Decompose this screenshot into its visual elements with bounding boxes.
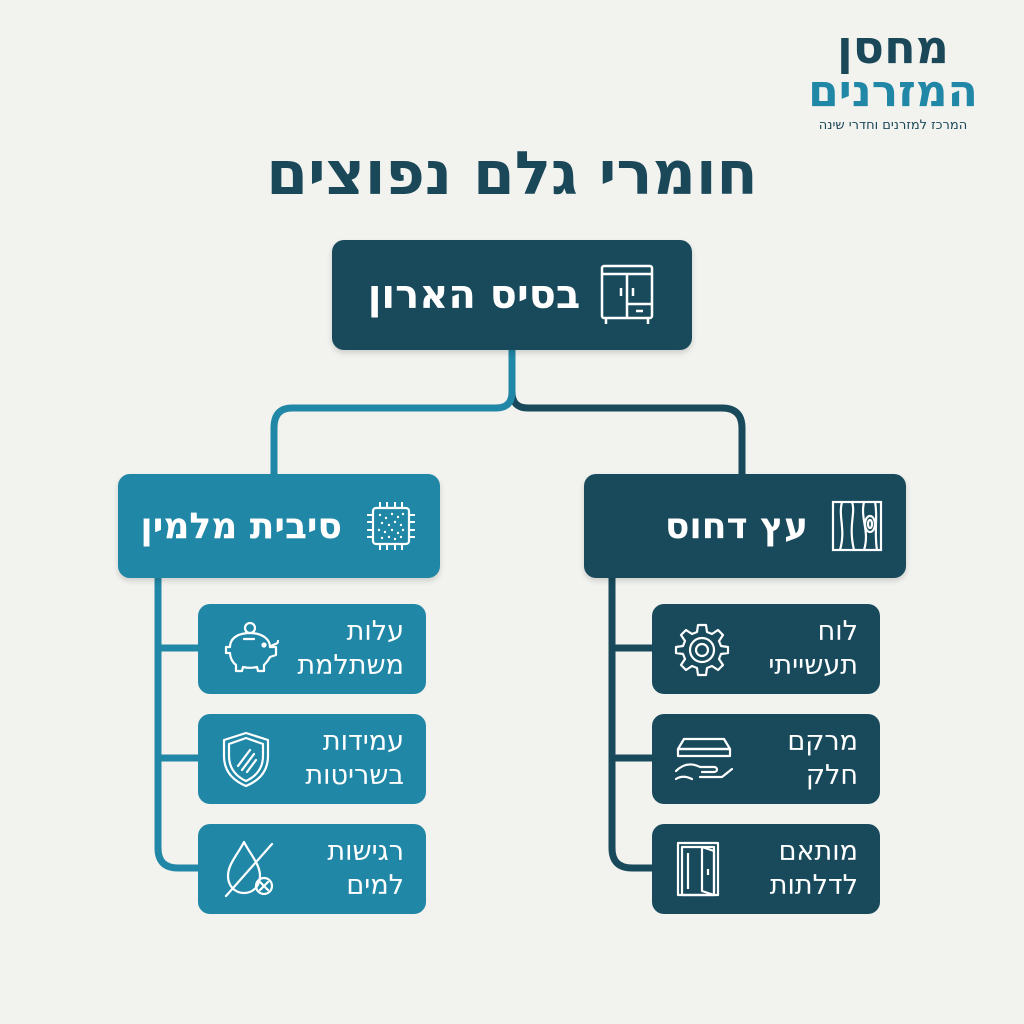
leaf-label: עמידות בשריטות [305, 726, 404, 791]
logo-title-line2: המזרנים [808, 66, 978, 117]
leaf-water-sensitivity: רגישות למים [198, 824, 426, 914]
gear-icon [674, 621, 730, 677]
fiberboard-icon [364, 499, 418, 553]
leaf-label: מרקם חלק [787, 726, 858, 791]
wood-grain-icon [830, 499, 884, 553]
leaf-label: עלות משתלמת [297, 616, 404, 681]
leaf-label: מותאם לדלתות [769, 836, 858, 901]
root-node: בסיס הארון [332, 240, 692, 350]
connector-root-to-light [270, 346, 516, 478]
branch-compressed-wood: עץ דחוס [584, 474, 906, 578]
leaf-label: רגישות למים [327, 836, 404, 901]
smooth-surface-icon [674, 733, 734, 785]
water-drop-icon [220, 838, 278, 900]
leaf-label: לוח תעשייתי [768, 616, 858, 681]
shield-icon [220, 730, 272, 788]
wardrobe-icon [598, 262, 656, 328]
page-title: חומרי גלם נפוצים [266, 139, 758, 209]
logo-title-line1: מחסן [837, 20, 949, 74]
leaf-door-suited: מותאם לדלתות [652, 824, 880, 914]
connector-light-spine [154, 574, 202, 872]
door-icon [674, 839, 724, 899]
branch-label: עץ דחוס [664, 505, 808, 547]
root-label: בסיס הארון [367, 272, 581, 318]
logo: מחסן המזרנים המרכז למזרנים וחדרי שינה [788, 22, 998, 133]
logo-tagline: המרכז למזרנים וחדרי שינה [818, 118, 968, 133]
piggy-bank-icon [220, 621, 282, 677]
branch-label: סיבית מלמין [140, 505, 342, 547]
leaf-affordable-cost: עלות משתלמת [198, 604, 426, 694]
leaf-smooth-texture: מרקם חלק [652, 714, 880, 804]
connector-dark-spine [608, 574, 656, 872]
connector-root-to-dark [508, 346, 746, 478]
branch-melamine-board: סיבית מלמין [118, 474, 440, 578]
leaf-scratch-resistance: עמידות בשריטות [198, 714, 426, 804]
leaf-industrial-board: לוח תעשייתי [652, 604, 880, 694]
